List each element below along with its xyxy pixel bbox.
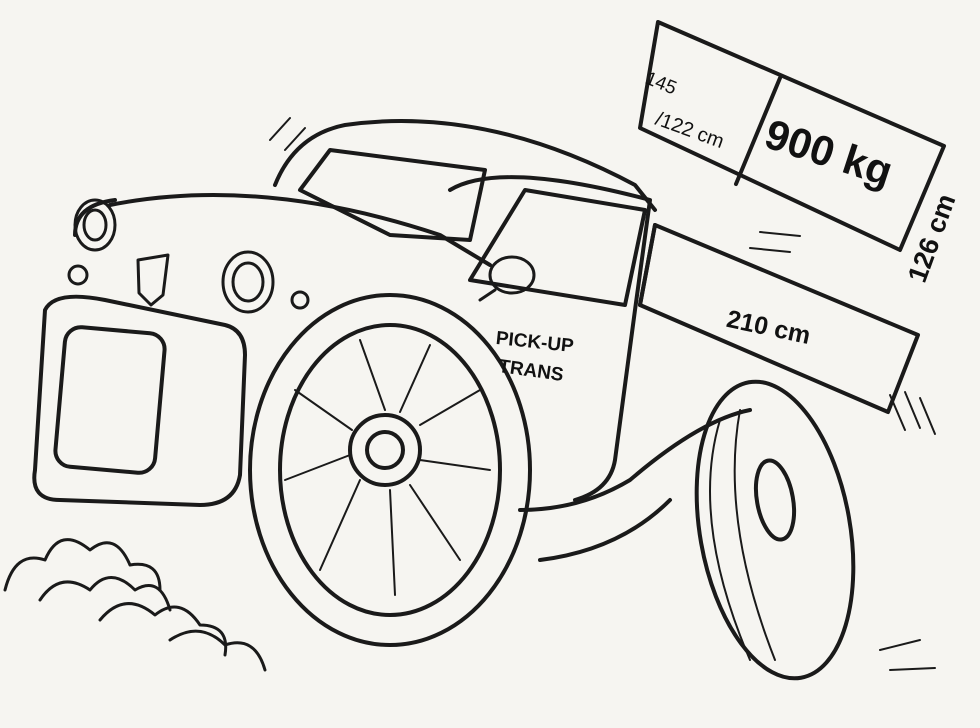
motion-lines (269, 117, 936, 671)
truck-body (32, 119, 920, 562)
rear-wheel (694, 379, 856, 681)
hood-emblem (136, 253, 170, 307)
side-mirror (478, 255, 536, 302)
cargo-box (638, 20, 946, 252)
front-wheel (248, 293, 532, 647)
dust-clouds (3, 538, 267, 672)
headlights (67, 198, 310, 314)
